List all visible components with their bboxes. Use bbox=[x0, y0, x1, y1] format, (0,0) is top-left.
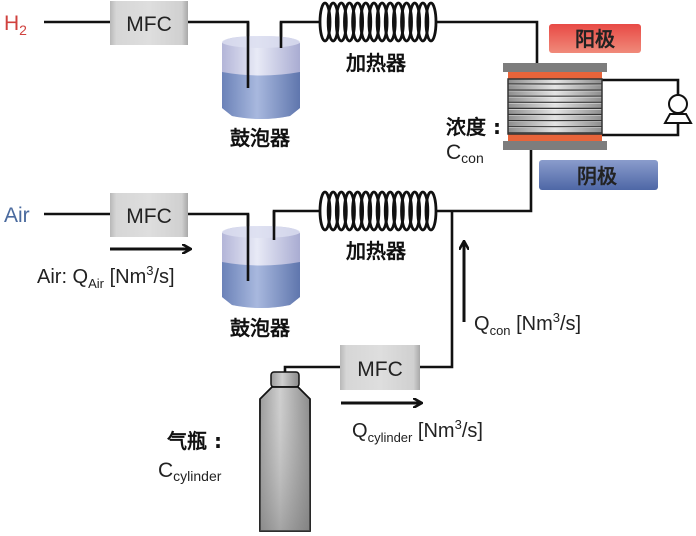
h2-heater-to-cell-pipe bbox=[436, 20, 539, 63]
coil-turn bbox=[416, 190, 430, 232]
concentration-label: 浓度 : bbox=[446, 115, 501, 139]
coil-turn bbox=[326, 190, 340, 232]
cathode-layer bbox=[508, 134, 602, 141]
cathode-badge: 阴极 bbox=[539, 160, 658, 190]
coil-turn bbox=[383, 190, 397, 232]
coil-turn bbox=[343, 190, 356, 232]
cylinder-concentration-symbol: Ccylinder bbox=[158, 459, 222, 484]
heater-coil-top bbox=[318, 1, 438, 43]
dip-tubes bbox=[246, 22, 283, 281]
bipolar-plate bbox=[508, 121, 602, 127]
mfc-cylinder: MFC bbox=[340, 345, 420, 390]
gas-cylinder bbox=[259, 371, 311, 532]
coil-turn bbox=[400, 190, 413, 232]
cylinder-valve bbox=[270, 371, 300, 388]
h2-label: H2 bbox=[4, 12, 27, 38]
svg-text:MFC: MFC bbox=[357, 358, 403, 381]
coil-turn bbox=[367, 1, 381, 43]
load-pump-icon bbox=[663, 94, 693, 124]
air-input-label: Air bbox=[4, 204, 30, 227]
svg-text:阴极: 阴极 bbox=[577, 164, 618, 188]
concentration-symbol: Ccon bbox=[446, 141, 484, 166]
bipolar-plate bbox=[508, 91, 602, 97]
coil-turn bbox=[359, 190, 373, 232]
coil-turn bbox=[408, 190, 422, 232]
bubbler-bottom bbox=[222, 226, 300, 308]
heater-top-label: 加热器 bbox=[345, 51, 407, 75]
coil-turn bbox=[318, 1, 332, 43]
mfc-air: MFC bbox=[110, 193, 188, 237]
coil-turn bbox=[424, 1, 438, 43]
coil-turn bbox=[391, 1, 405, 43]
coil-turn bbox=[383, 1, 397, 43]
external-circuit-wire bbox=[583, 78, 680, 137]
coil-turn bbox=[334, 1, 348, 43]
coil-turn bbox=[343, 1, 356, 43]
cylinder-mfc-to-junction-pipe bbox=[420, 211, 454, 369]
bipolar-plate bbox=[508, 97, 602, 103]
heater-coil-bottom bbox=[318, 190, 438, 232]
fuel-cell-stack bbox=[503, 63, 607, 150]
bubbler-top-label: 鼓泡器 bbox=[230, 126, 291, 150]
bipolar-plate bbox=[508, 85, 602, 91]
coil-turn bbox=[326, 1, 340, 43]
coil-turn bbox=[408, 1, 422, 43]
coil-turn bbox=[375, 190, 389, 232]
coil-turn bbox=[318, 190, 332, 232]
coil-turn bbox=[416, 1, 430, 43]
coil-turn bbox=[351, 190, 365, 232]
svg-text:MFC: MFC bbox=[126, 205, 172, 228]
con-flow-label: Qcon [Nm3/s] bbox=[474, 310, 581, 338]
air-heater-to-cell-pipe bbox=[436, 148, 533, 213]
bubbler-top bbox=[222, 36, 300, 119]
top-end-plate bbox=[503, 63, 607, 72]
coil-turn bbox=[351, 1, 365, 43]
cylinder-flow-label: Qcylinder [Nm3/s] bbox=[352, 417, 483, 445]
svg-text:阳极: 阳极 bbox=[575, 27, 616, 51]
bipolar-plate bbox=[508, 103, 602, 109]
bottom-end-plate bbox=[503, 141, 607, 150]
bipolar-plates bbox=[508, 79, 602, 134]
coil-turn bbox=[359, 1, 373, 43]
coil-turn bbox=[367, 190, 381, 232]
heater-bottom-label: 加热器 bbox=[345, 239, 407, 263]
svg-text:MFC: MFC bbox=[126, 13, 172, 36]
coil-turn bbox=[334, 190, 348, 232]
coil-turn bbox=[424, 190, 438, 232]
coil-turn bbox=[400, 1, 413, 43]
air-flow-label: Air: QAir [Nm3/s] bbox=[37, 263, 175, 291]
bipolar-plate bbox=[508, 79, 602, 84]
coil-turn bbox=[375, 1, 389, 43]
cylinder-label: 气瓶 : bbox=[166, 429, 222, 453]
anode-badge: 阳极 bbox=[549, 24, 641, 53]
bubbler-bottom-label: 鼓泡器 bbox=[230, 316, 291, 340]
bipolar-plate bbox=[508, 127, 602, 133]
mfc-h2: MFC bbox=[110, 1, 188, 45]
cylinder-to-mfc-pipe bbox=[283, 365, 340, 372]
bipolar-plate bbox=[508, 115, 602, 121]
bipolar-plate bbox=[508, 109, 602, 115]
anode-layer bbox=[508, 72, 602, 79]
coil-turn bbox=[391, 190, 405, 232]
